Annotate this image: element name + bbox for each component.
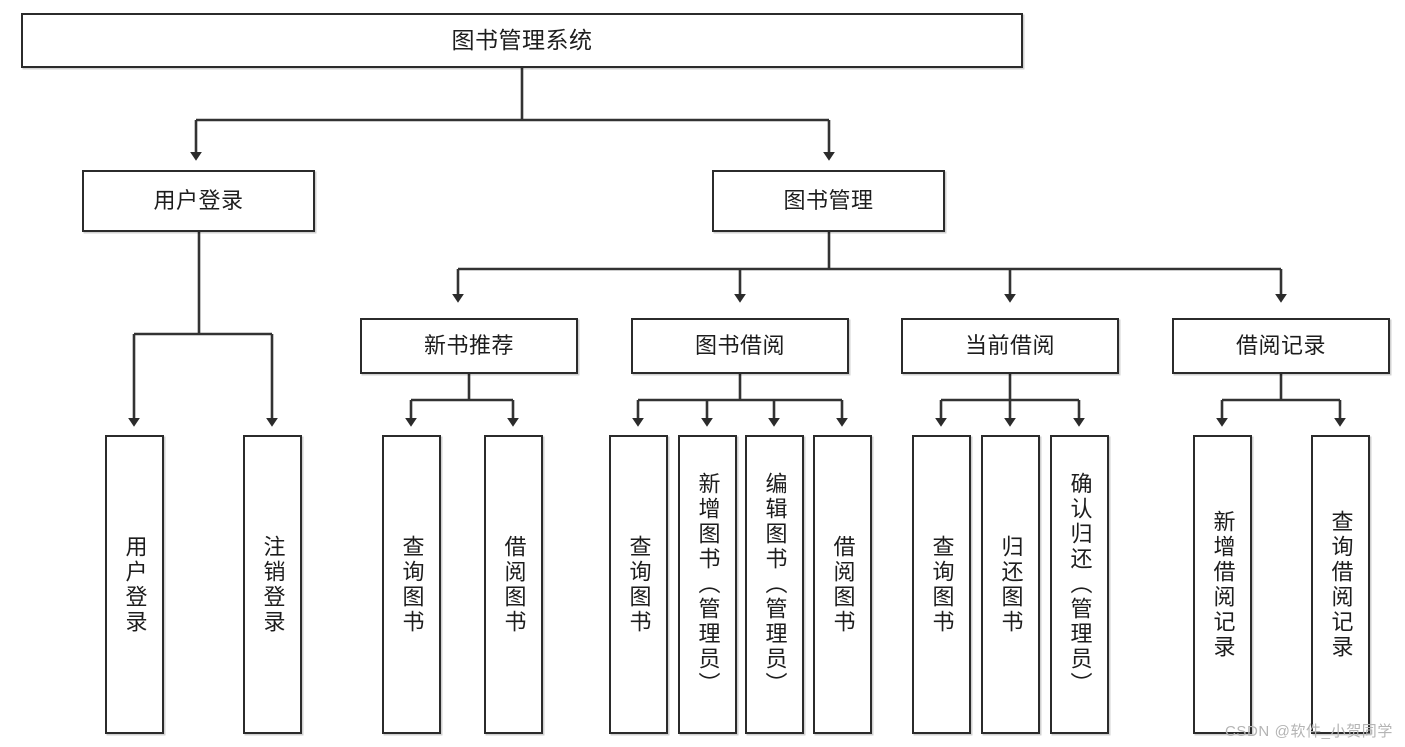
node-book-borrow[interactable]: 图书借阅 bbox=[631, 318, 849, 374]
leaf-borrow-edit-book-admin[interactable]: 编辑图书（管理员） bbox=[745, 435, 804, 734]
node-current-borrow[interactable]: 当前借阅 bbox=[901, 318, 1119, 374]
node-user-login[interactable]: 用户登录 bbox=[82, 170, 315, 232]
leaf-current-return-book[interactable]: 归还图书 bbox=[981, 435, 1040, 734]
leaf-record-query-borrow-record[interactable]: 查询借阅记录 bbox=[1311, 435, 1370, 734]
node-label: 用户登录 bbox=[153, 188, 244, 214]
node-label: 图书借阅 bbox=[694, 333, 785, 359]
node-label: 确认归还（管理员） bbox=[1067, 472, 1093, 697]
node-borrow-record[interactable]: 借阅记录 bbox=[1172, 318, 1390, 374]
node-label: 借阅图书 bbox=[501, 534, 527, 635]
node-label: 图书管理 bbox=[783, 188, 874, 214]
leaf-current-query-book[interactable]: 查询图书 bbox=[912, 435, 971, 734]
node-label: 编辑图书（管理员） bbox=[762, 472, 788, 697]
leaf-recommend-query-book[interactable]: 查询图书 bbox=[382, 435, 441, 734]
leaf-borrow-add-book-admin[interactable]: 新增图书（管理员） bbox=[678, 435, 737, 734]
leaf-borrow-borrow-book[interactable]: 借阅图书 bbox=[813, 435, 872, 734]
node-label: 查询图书 bbox=[929, 534, 955, 635]
node-label: 归还图书 bbox=[998, 534, 1024, 635]
leaf-logout-login[interactable]: 注销登录 bbox=[243, 435, 302, 734]
node-label: 注销登录 bbox=[260, 534, 286, 635]
node-label: 新增图书（管理员） bbox=[695, 472, 721, 697]
node-label: 查询图书 bbox=[399, 534, 425, 635]
node-label: 借阅图书 bbox=[830, 534, 856, 635]
node-label: 新增借阅记录 bbox=[1210, 509, 1236, 660]
watermark-text: CSDN @软件_小贺同学 bbox=[1224, 723, 1393, 740]
node-label: 用户登录 bbox=[122, 534, 148, 635]
leaf-borrow-query-book[interactable]: 查询图书 bbox=[609, 435, 668, 734]
leaf-current-confirm-return-admin[interactable]: 确认归还（管理员） bbox=[1050, 435, 1109, 734]
node-label: 新书推荐 bbox=[423, 333, 514, 359]
node-label: 图书管理系统 bbox=[451, 26, 593, 53]
node-root-system[interactable]: 图书管理系统 bbox=[21, 13, 1023, 68]
node-book-management[interactable]: 图书管理 bbox=[712, 170, 945, 232]
node-label: 当前借阅 bbox=[964, 333, 1055, 359]
node-new-book-recommend[interactable]: 新书推荐 bbox=[360, 318, 578, 374]
node-label: 查询图书 bbox=[626, 534, 652, 635]
node-label: 借阅记录 bbox=[1235, 333, 1326, 359]
leaf-user-login[interactable]: 用户登录 bbox=[105, 435, 164, 734]
leaf-recommend-borrow-book[interactable]: 借阅图书 bbox=[484, 435, 543, 734]
node-label: 查询借阅记录 bbox=[1328, 509, 1354, 660]
leaf-record-add-borrow-record[interactable]: 新增借阅记录 bbox=[1193, 435, 1252, 734]
